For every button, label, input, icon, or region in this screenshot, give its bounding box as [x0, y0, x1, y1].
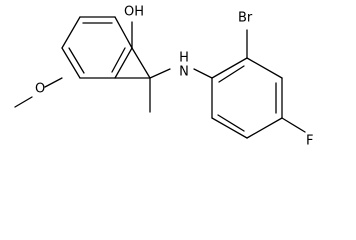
methoxy-oxygen-label: O: [35, 82, 45, 97]
fluorine-label: F: [306, 134, 313, 149]
bond: [211, 57, 248, 79]
bond: [61, 16, 81, 49]
bond: [114, 16, 133, 49]
bond-c-o-methoxy: [44, 77, 63, 88]
bond: [61, 47, 81, 79]
bond: [114, 47, 133, 79]
amine-h-label: H: [179, 51, 189, 66]
bond-ch-ring: [131, 47, 151, 79]
double-bond-inner: [217, 114, 245, 132]
bond-o-methyl: [14, 96, 33, 108]
bromofluorophenyl-ring: [211, 57, 283, 139]
chemical-structure-diagram: OH O H N Br F: [14, 5, 313, 149]
bond-n-ring: [193, 68, 213, 79]
hydroxyl-label: OH: [124, 5, 144, 20]
double-bond-inner: [68, 47, 85, 74]
bond: [246, 57, 283, 79]
amine-n-label: N: [179, 65, 189, 80]
phenol-ring: [61, 16, 133, 79]
bond: [211, 117, 248, 139]
bond: [246, 117, 283, 139]
double-bond-inner: [111, 47, 126, 73]
double-bond-inner: [218, 65, 245, 83]
bond-c-f: [281, 117, 306, 133]
bromine-label: Br: [238, 11, 253, 26]
bond-ch-n: [149, 68, 171, 79]
